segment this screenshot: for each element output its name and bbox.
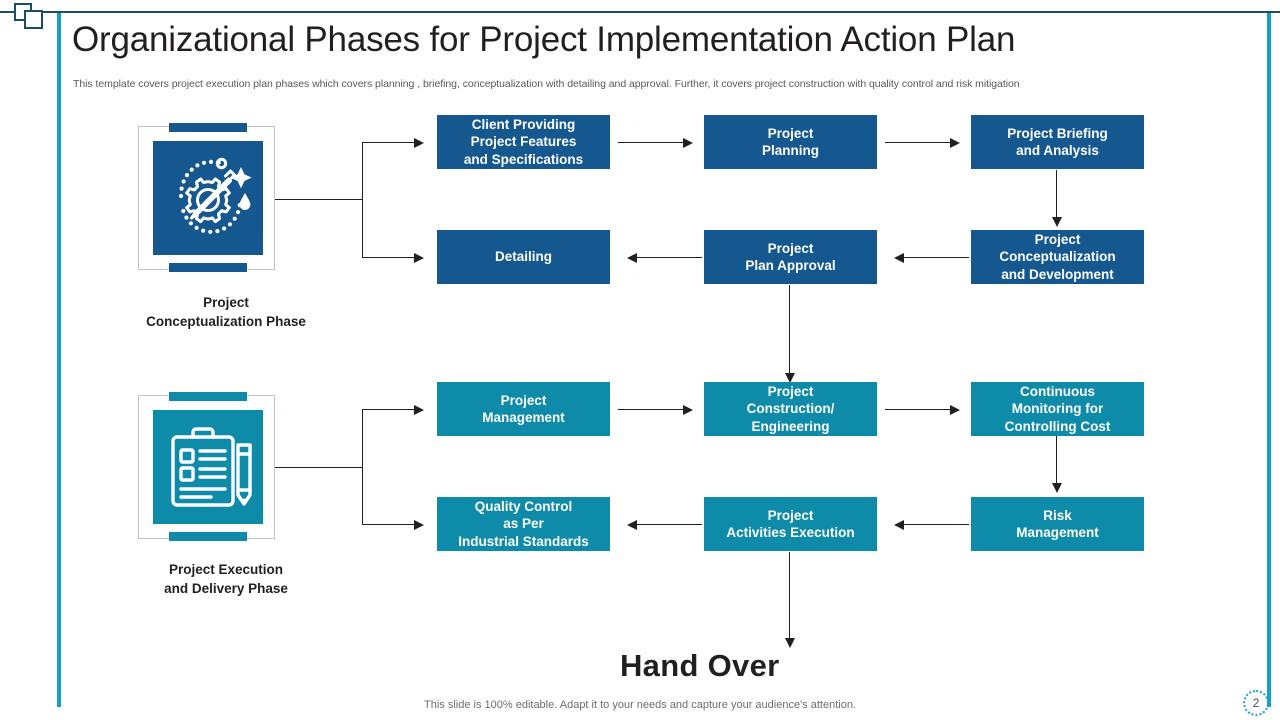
- phase-label-line2: and Delivery Phase: [164, 581, 288, 596]
- phase-icon-plate: [153, 410, 263, 524]
- connector-line: [275, 199, 363, 201]
- footer-note: This slide is 100% editable. Adapt it to…: [424, 699, 856, 711]
- arrow-right-icon: [683, 404, 693, 415]
- connector-line: [1056, 170, 1058, 218]
- flow-box-project-planning[interactable]: Project Planning: [704, 115, 877, 169]
- flow-box-line: Conceptualization: [999, 249, 1116, 265]
- flow-box-line: Activities Execution: [726, 525, 855, 540]
- flow-box-project-briefing[interactable]: Project Briefing and Analysis: [971, 115, 1144, 169]
- flow-box-risk-management[interactable]: Risk Management: [971, 497, 1144, 551]
- arrow-down-icon: [1052, 483, 1062, 493]
- phase-label-line1: Project: [203, 295, 249, 310]
- flow-box-line: Project: [767, 507, 814, 523]
- connector-line: [885, 409, 951, 411]
- flow-box-line: Project Features: [470, 134, 577, 150]
- phase-label-execution: Project Execution and Delivery Phase: [96, 560, 356, 598]
- top-rule: [0, 11, 1280, 13]
- flow-box-client-providing[interactable]: Client Providing Project Features and Sp…: [437, 115, 610, 169]
- flow-box-plan-approval[interactable]: Project Plan Approval: [704, 230, 877, 284]
- flow-box-line: Quality Control: [474, 498, 573, 514]
- connector-line: [618, 409, 684, 411]
- connector-line: [618, 142, 684, 144]
- connector-line: [1056, 436, 1058, 484]
- arrow-left-icon: [894, 252, 904, 263]
- flow-box-line: Planning: [762, 143, 819, 158]
- connector-line: [636, 524, 702, 526]
- arrow-down-icon: [785, 373, 795, 383]
- arrow-right-icon: [683, 137, 693, 148]
- phase-label-conceptualization: Project Conceptualization Phase: [96, 293, 356, 331]
- arrow-left-icon: [894, 519, 904, 530]
- connector-line: [362, 142, 364, 258]
- phase-label-line2: Conceptualization Phase: [146, 314, 306, 329]
- phase-label-line1: Project Execution: [168, 562, 284, 577]
- flow-box-line: Management: [482, 410, 565, 425]
- arrow-left-icon: [627, 252, 637, 263]
- flow-box-line: and Specifications: [463, 151, 584, 167]
- right-accent-bar: [1267, 13, 1271, 707]
- phase-tab-bottom: [169, 263, 247, 272]
- flow-box-conceptualization-development[interactable]: Project Conceptualization and Developmen…: [971, 230, 1144, 284]
- flow-box-continuous-monitoring[interactable]: Continuous Monitoring for Controlling Co…: [971, 382, 1144, 436]
- flow-box-line: Construction/: [746, 401, 835, 417]
- flow-box-line: Project: [767, 240, 814, 256]
- arrow-down-icon: [1052, 217, 1062, 227]
- phase-icon-plate: [153, 141, 263, 255]
- connector-line: [275, 467, 363, 469]
- left-accent-bar: [57, 13, 61, 707]
- arrow-right-icon: [950, 404, 960, 415]
- arrow-right-icon: [950, 137, 960, 148]
- flow-box-line: Controlling Cost: [1004, 418, 1111, 434]
- page-number-badge: 2: [1243, 690, 1269, 716]
- flow-box-line: Management: [1016, 525, 1099, 540]
- arrow-right-icon: [414, 137, 424, 148]
- handover-label: Hand Over: [620, 648, 780, 683]
- phase-tab-bottom: [169, 532, 247, 541]
- flow-box-line: Project: [500, 392, 547, 408]
- connector-line: [362, 524, 415, 526]
- flow-box-project-management[interactable]: Project Management: [437, 382, 610, 436]
- connector-line: [362, 142, 415, 144]
- flow-box-line: Project Briefing: [1007, 125, 1108, 141]
- connector-line: [362, 409, 364, 525]
- corner-square-filled-icon: [24, 10, 43, 29]
- flow-box-line: Project: [1034, 231, 1081, 247]
- connector-line: [885, 142, 951, 144]
- flow-box-project-construction[interactable]: Project Construction/ Engineering: [704, 382, 877, 436]
- flow-box-line: Engineering: [751, 418, 830, 434]
- flow-box-line: and Analysis: [1016, 143, 1099, 158]
- connector-line: [362, 257, 415, 259]
- connector-line: [903, 524, 969, 526]
- phase-tab-top: [169, 123, 247, 132]
- phase-tab-top: [169, 392, 247, 401]
- flow-box-line: Client Providing: [471, 116, 576, 132]
- flow-box-line: Project: [767, 125, 814, 141]
- flow-box-activities-execution[interactable]: Project Activities Execution: [704, 497, 877, 551]
- flow-box-line: as Per: [503, 516, 544, 532]
- arrow-right-icon: [414, 404, 424, 415]
- flow-box-line: Detailing: [494, 249, 552, 265]
- connector-line: [789, 552, 791, 639]
- page-subtitle: This template covers project execution p…: [73, 78, 1020, 90]
- flow-box-line: Monitoring for: [1011, 401, 1104, 417]
- clipboard-pencil-icon: [171, 427, 252, 507]
- flow-box-line: Plan Approval: [745, 258, 836, 273]
- connector-line: [789, 285, 791, 374]
- page-title: Organizational Phases for Project Implem…: [72, 20, 1016, 59]
- flow-box-line: Continuous: [1020, 383, 1095, 399]
- arrow-right-icon: [414, 252, 424, 263]
- connector-line: [362, 409, 415, 411]
- connector-line: [636, 257, 702, 259]
- flow-box-detailing[interactable]: Detailing: [437, 230, 610, 284]
- flow-box-line: and Development: [1001, 266, 1114, 282]
- flow-box-quality-control[interactable]: Quality Control as Per Industrial Standa…: [437, 497, 610, 551]
- flow-box-line: Industrial Standards: [458, 533, 589, 549]
- arrow-right-icon: [414, 519, 424, 530]
- gear-rocket-icon: [178, 157, 252, 234]
- flow-box-line: Risk: [1043, 507, 1072, 523]
- arrow-left-icon: [627, 519, 637, 530]
- flow-box-line: Project: [767, 383, 814, 399]
- arrow-down-icon: [785, 638, 795, 648]
- connector-line: [903, 257, 969, 259]
